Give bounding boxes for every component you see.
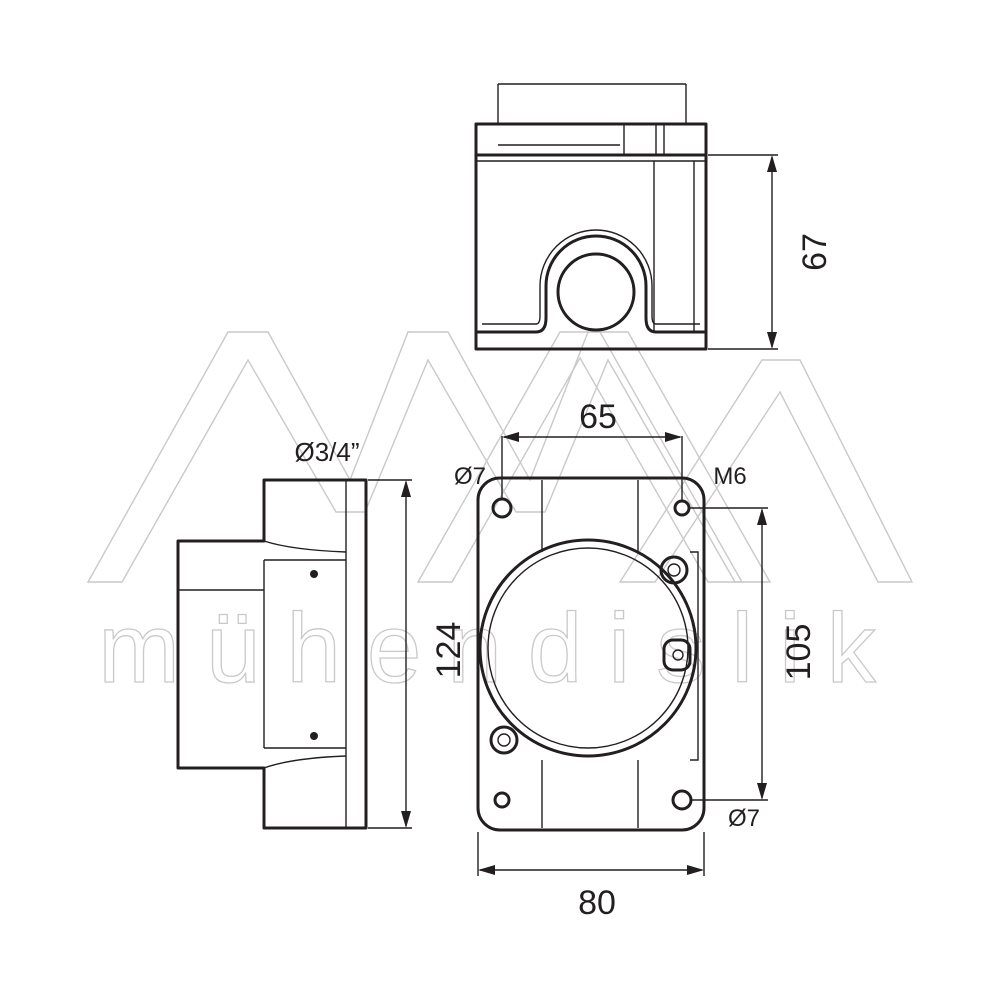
callout-hole-top-left: Ø7 (454, 463, 486, 490)
central-mount-ring-icon (478, 538, 698, 758)
thread-top-right-icon (673, 499, 691, 517)
top-view: 67 (474, 83, 834, 351)
hole-bottom-right-icon (671, 789, 693, 811)
conduit-opening-icon (556, 252, 636, 332)
callout-hole-bottom-right: Ø7 (728, 805, 760, 832)
dimension-pitch-width: 65 (579, 398, 617, 436)
side-view: 124 Ø3/4” (176, 437, 468, 830)
dimension-conduit-size: Ø3/4” (294, 437, 359, 467)
hole-top-left-icon (491, 497, 513, 519)
dimension-overall-width: 80 (578, 884, 616, 922)
dimension-height-overall: 124 (430, 622, 468, 679)
front-view: 65 80 105 Ø7 M6 Ø7 (454, 398, 818, 922)
callout-thread-top-right: M6 (713, 463, 746, 490)
dimension-pitch-height: 105 (780, 624, 818, 681)
dimension-height-top: 67 (796, 233, 834, 271)
watermark-logo (86, 331, 914, 583)
